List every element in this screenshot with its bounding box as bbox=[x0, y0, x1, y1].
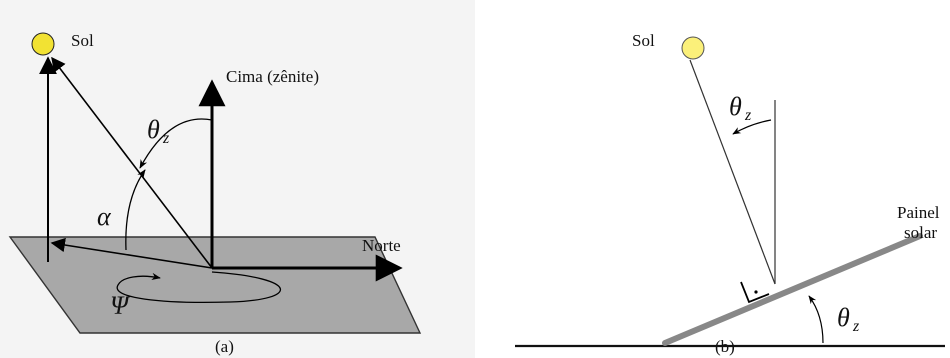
theta-z-top-subscript: z bbox=[744, 107, 752, 124]
theta-z-subscript: z bbox=[162, 130, 170, 147]
caption-a: (a) bbox=[215, 337, 234, 356]
ground-plane bbox=[8, 236, 422, 334]
theta-z-bottom-subscript: z bbox=[852, 318, 860, 335]
zenith-label: Cima (zênite) bbox=[226, 67, 319, 86]
sun-icon bbox=[31, 32, 55, 56]
solar-panel bbox=[662, 233, 923, 346]
ground-projection bbox=[50, 237, 213, 269]
psi-arc bbox=[116, 271, 281, 303]
sun-geometry-diagram: Sol Cima (zênite) Norte θ z α Ψ (a) bbox=[8, 31, 422, 356]
sun-label: Sol bbox=[71, 31, 94, 50]
panel-b: Sol θ z Painel solar θ z (b) bbox=[475, 0, 950, 358]
theta-z-bottom-symbol: θ bbox=[837, 303, 850, 332]
sun-ray bbox=[51, 56, 213, 269]
psi-symbol: Ψ bbox=[110, 291, 131, 320]
sun-ray bbox=[689, 59, 776, 285]
panel-label-line2: solar bbox=[904, 223, 937, 242]
panel-a: Sol Cima (zênite) Norte θ z α Ψ (a) bbox=[0, 0, 475, 358]
right-angle-dot bbox=[754, 290, 758, 294]
theta-z-symbol: θ bbox=[147, 115, 160, 144]
sun-label: Sol bbox=[632, 31, 655, 50]
sun-icon bbox=[681, 36, 705, 60]
solar-panel-diagram: Sol θ z Painel solar θ z (b) bbox=[515, 31, 945, 356]
caption-b: (b) bbox=[715, 337, 735, 356]
north-label: Norte bbox=[362, 236, 401, 255]
theta-z-bottom-arc bbox=[808, 295, 824, 344]
alpha-symbol: α bbox=[97, 202, 112, 231]
theta-z-top-symbol: θ bbox=[729, 92, 742, 121]
alpha-arc bbox=[125, 169, 146, 251]
theta-z-top-arc bbox=[732, 119, 772, 135]
right-angle-marker bbox=[740, 281, 770, 304]
theta-z-arc bbox=[139, 118, 213, 169]
panel-label-line1: Painel bbox=[897, 203, 940, 222]
